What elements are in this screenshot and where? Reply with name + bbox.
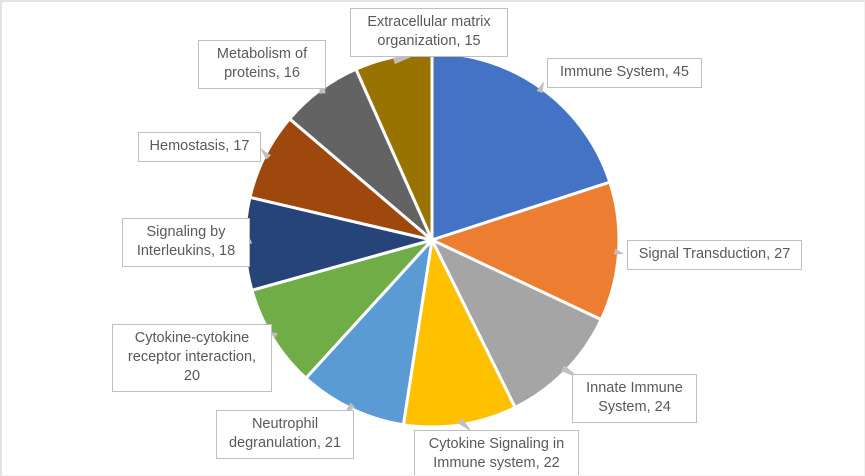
data-label[interactable]: Innate Immune System, 24 bbox=[572, 374, 697, 424]
pie-slice[interactable] bbox=[250, 238, 434, 380]
data-label[interactable]: Neutrophil degranulation, 21 bbox=[216, 410, 354, 460]
leader-line bbox=[260, 148, 272, 160]
leader-line bbox=[613, 248, 624, 255]
data-label[interactable]: Signal Transduction, 27 bbox=[627, 240, 802, 271]
data-label[interactable]: Cytokine Signaling in Immune system, 22 bbox=[414, 430, 579, 475]
pie-slice-group bbox=[243, 51, 621, 429]
data-label[interactable]: Hemostasis, 17 bbox=[138, 132, 261, 163]
data-label[interactable]: Cytokine-cytokine receptor interaction, … bbox=[112, 324, 272, 393]
data-label[interactable]: Metabolism of proteins, 16 bbox=[198, 40, 326, 90]
data-label[interactable]: Signaling by Interleukins, 18 bbox=[122, 218, 250, 268]
data-label[interactable]: Extracellular matrix organization, 15 bbox=[350, 8, 508, 58]
leader-line bbox=[457, 418, 472, 432]
leader-line bbox=[536, 81, 544, 94]
data-label[interactable]: Immune System, 45 bbox=[547, 58, 702, 89]
